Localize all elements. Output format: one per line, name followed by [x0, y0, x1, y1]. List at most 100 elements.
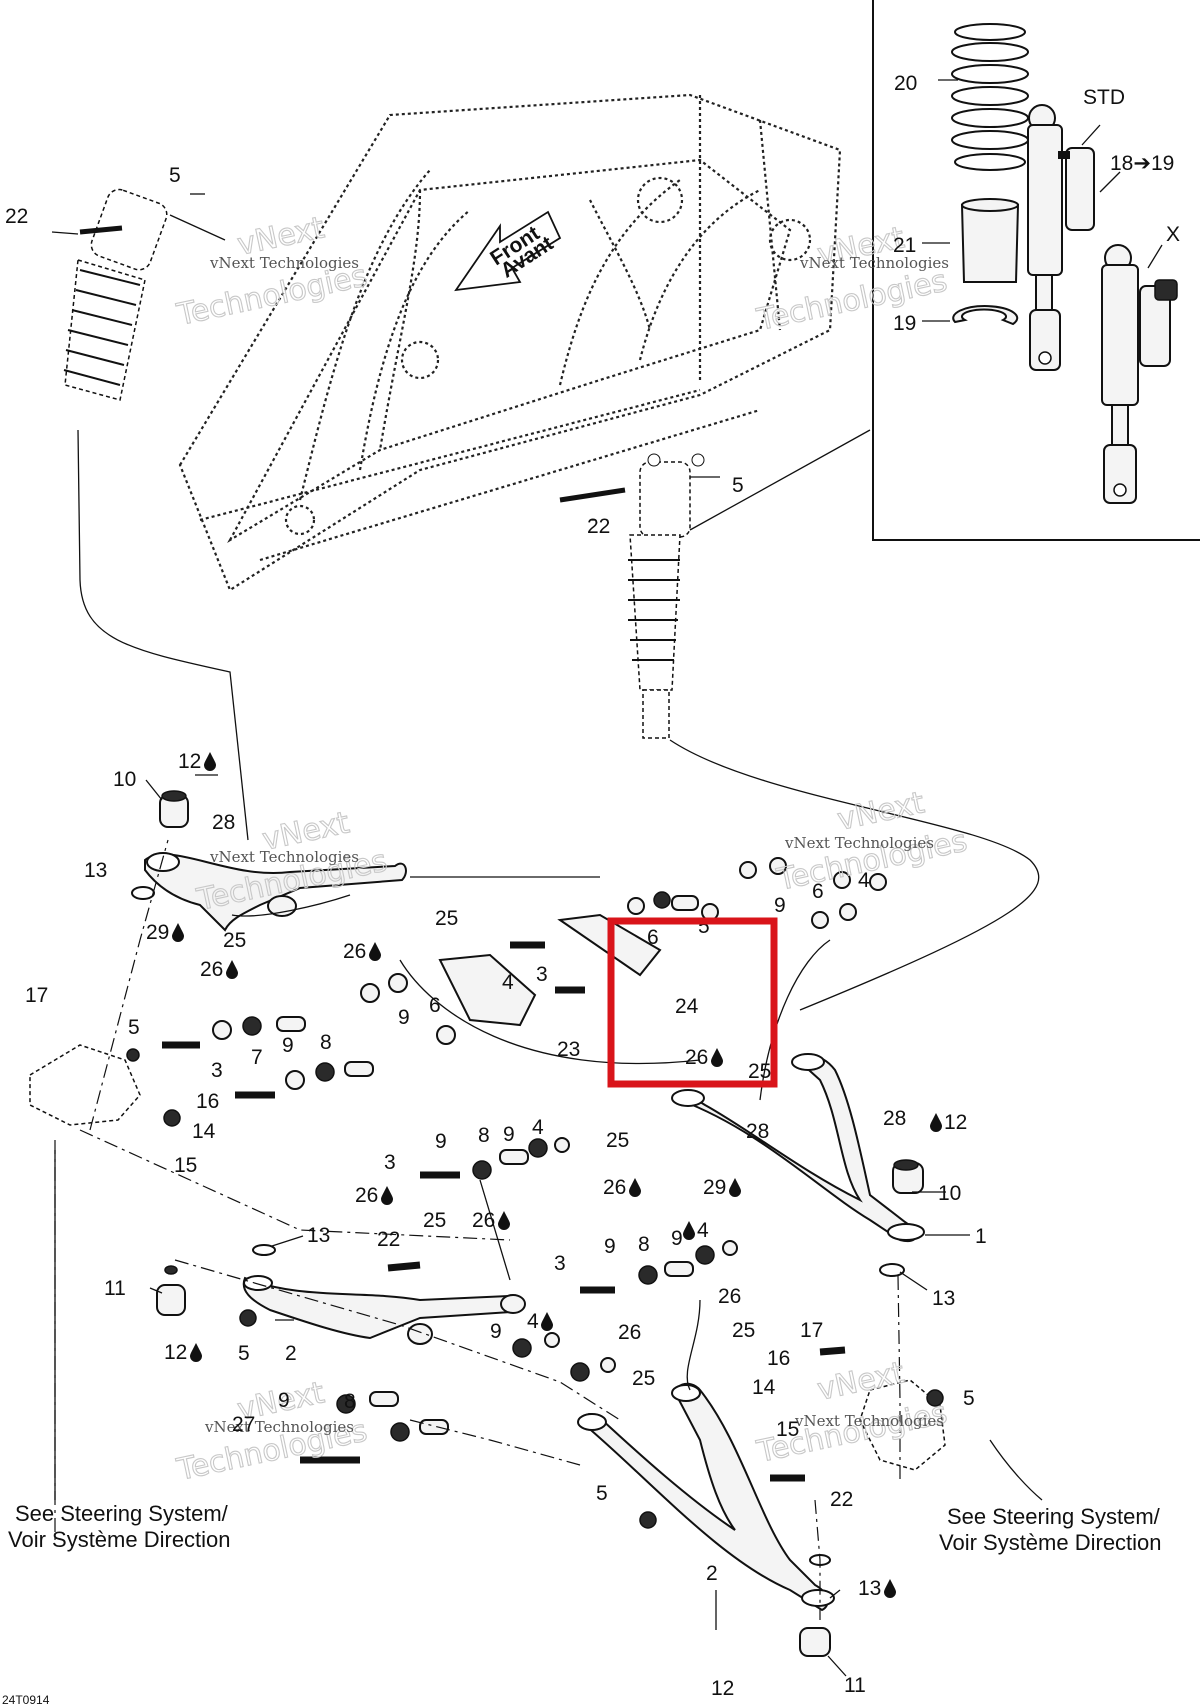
lubricant-drop-icon	[190, 1343, 202, 1362]
callout-number: 13	[932, 1287, 955, 1310]
callout-number: 5	[128, 1016, 140, 1039]
document-code: 24T0914	[2, 1693, 50, 1707]
callout-number: 26	[355, 1184, 378, 1207]
callout-number: 17	[25, 984, 48, 1007]
callout-leaders	[145, 774, 970, 1677]
callout-number: 9	[490, 1320, 502, 1343]
right-shock-connector	[669, 739, 1040, 1011]
callout-number: 8	[320, 1031, 332, 1054]
callout-number: 5	[698, 915, 710, 938]
callout-number: 29	[146, 921, 169, 944]
lubricant-drop-icon	[930, 1113, 942, 1132]
callout-number: 12	[944, 1111, 967, 1134]
callout-number: 1	[975, 1225, 987, 1248]
watermark-text: vNext Technologies	[209, 254, 359, 272]
callout-number: 16	[767, 1347, 790, 1370]
callout-number: 25	[732, 1319, 755, 1342]
callout-number: 26	[685, 1046, 708, 1069]
callout-number: 26	[718, 1285, 741, 1308]
left-shock-absorber	[51, 188, 226, 401]
callout-number: 10	[938, 1182, 961, 1205]
callout-number: 21	[893, 234, 916, 257]
watermark-text: vNext Technologies	[799, 254, 949, 272]
lubricant-drop-icon	[711, 1048, 723, 1067]
lubricant-drop-icon	[729, 1178, 741, 1197]
callout-number: 5	[963, 1387, 975, 1410]
lubricant-drop-icon	[369, 942, 381, 961]
watermark-text: vNext Technologies	[794, 1412, 944, 1430]
svg-text:vNext: vNext	[834, 785, 927, 838]
svg-text:See Steering System/ Voir: See Steering System/ Voir Système Direct…	[939, 1504, 1166, 1555]
callout-number: 15	[776, 1418, 799, 1441]
callout-number: 9	[278, 1389, 290, 1412]
callout-number: 11	[844, 1674, 866, 1697]
watermark-text: vNext	[834, 785, 927, 838]
callout-number: 4	[858, 869, 870, 892]
callout-number: 14	[752, 1376, 776, 1399]
left-knuckle	[29, 1044, 141, 1126]
watermark-text: Technologies	[753, 264, 950, 339]
lower-left-a-arm	[156, 1244, 526, 1345]
steering-note-left-line1: See Steering System/	[15, 1501, 229, 1526]
callout-number: 12	[164, 1341, 187, 1364]
lubricant-drop-icon	[381, 1186, 393, 1205]
callout-number: 10	[113, 768, 136, 791]
right-shock-absorber	[559, 429, 871, 739]
callout-number: 25	[423, 1209, 446, 1232]
callout-number: 26	[603, 1176, 626, 1199]
callout-number: 12	[711, 1677, 734, 1700]
watermark-text: vNext Technologies	[204, 1418, 354, 1436]
lubricant-drop-icon	[541, 1312, 553, 1331]
highlight-box	[607, 917, 778, 1088]
assembly-guide-lines	[54, 839, 1043, 1620]
callout-number: 25	[435, 907, 458, 930]
right-knuckle	[859, 1379, 946, 1471]
callout-number: 28	[883, 1107, 906, 1130]
callout-number: 22	[5, 205, 28, 228]
callout-number: 7	[251, 1046, 263, 1069]
callout-number: 6	[647, 926, 659, 949]
left-shock-connector	[77, 429, 249, 841]
callout-number: 5	[596, 1482, 608, 1505]
watermark-text: vNext Technologies	[784, 834, 934, 852]
callout-number: 27	[232, 1413, 255, 1436]
shock-variants-inset	[872, 0, 1200, 541]
lubricant-drop-icon	[226, 960, 238, 979]
vehicle-frame	[178, 93, 842, 592]
spring-sleeve-part	[960, 204, 1020, 283]
callout-number: 4	[697, 1219, 709, 1242]
lubricant-drop-icon	[683, 1221, 695, 1240]
callout-number: 13	[307, 1224, 330, 1247]
lubricant-drop-icon	[204, 752, 216, 771]
callout-number: 2	[285, 1342, 297, 1365]
callout-number: 9	[604, 1235, 616, 1258]
callout-number: 26	[200, 958, 223, 981]
callout-number: 22	[830, 1488, 853, 1511]
callout-number: 8	[344, 1390, 356, 1413]
callout-number: 5	[169, 164, 181, 187]
callout-number: 9	[282, 1034, 294, 1057]
callout-number: 3	[536, 963, 548, 986]
callout-number: 3	[554, 1252, 566, 1275]
callout-number: 5	[238, 1342, 250, 1365]
callout-number: 19	[893, 312, 916, 335]
callout-number: 13	[84, 859, 107, 882]
callout-number: 13	[858, 1577, 881, 1600]
range-label: 18➔19	[1110, 152, 1174, 175]
callout-number: 3	[384, 1151, 396, 1174]
callout-number: 9	[503, 1123, 515, 1146]
callout-number: 9	[435, 1130, 447, 1153]
callout-number: 17	[800, 1319, 823, 1342]
fastener-bushing-stacks	[126, 857, 944, 1529]
callout-number: 8	[478, 1124, 490, 1147]
callout-number: 16	[196, 1090, 219, 1113]
callout-number: 26	[472, 1209, 495, 1232]
std-shock-part	[1027, 104, 1095, 371]
callout-number: 22	[587, 515, 610, 538]
steering-note-right-line2: Voir Système Direction	[939, 1530, 1162, 1555]
callout-number: 4	[532, 1116, 544, 1139]
retaining-clip-part	[952, 305, 1019, 326]
